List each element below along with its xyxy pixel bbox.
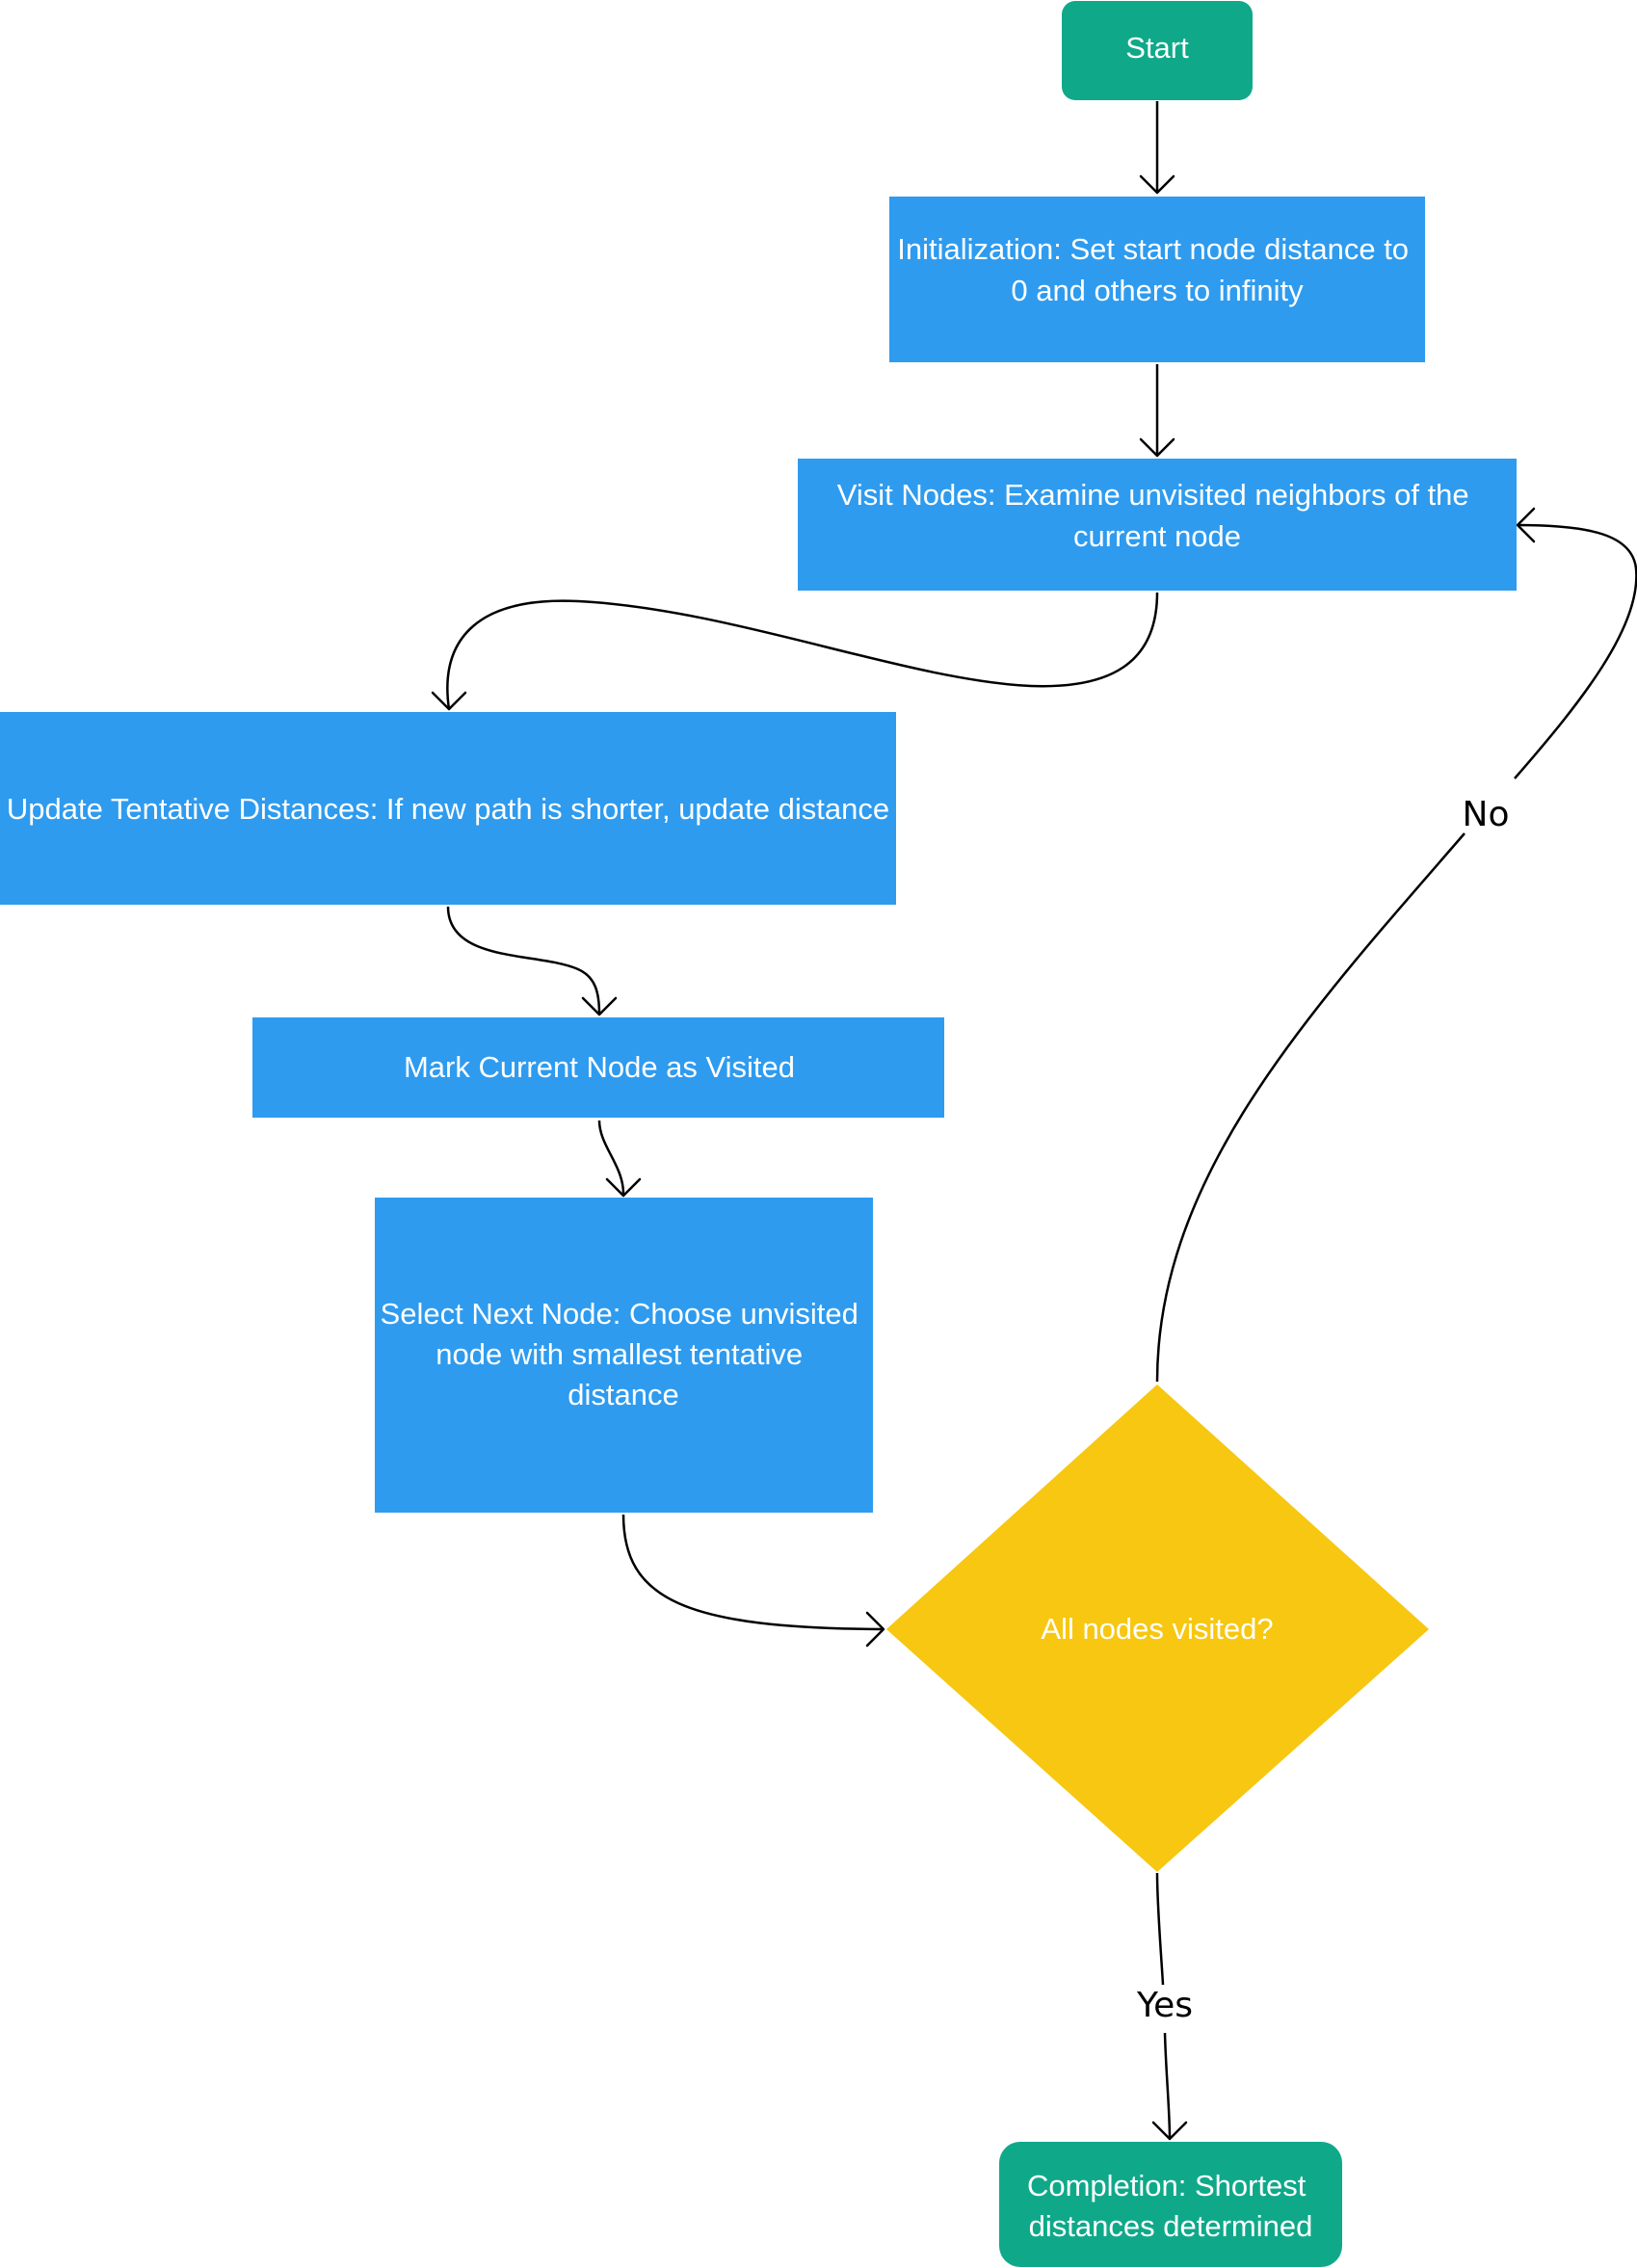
update-node-shape [0, 712, 896, 905]
edge-start-to-init [1139, 101, 1175, 195]
edge-label-no: No [1463, 795, 1510, 834]
start-node-label-line: Start [1125, 31, 1189, 65]
decision-node[interactable]: All nodes visited? [886, 1385, 1429, 1872]
mark-node-label: Mark Current Node as Visited [404, 1050, 795, 1084]
edge-update-to-mark [446, 906, 618, 1016]
select-node-label: Select Next Node: Choose unvisited node … [381, 1297, 867, 1411]
init-node-label: Initialization: Set start node distance … [897, 232, 1416, 307]
select-node[interactable]: Select Next Node: Choose unvisited node … [375, 1198, 873, 1513]
mark-node-label-line-1: Mark Current Node as Visited [404, 1050, 795, 1084]
update-node-label: Update Tentative Distances: If new path … [7, 792, 889, 826]
complete-node-label: Completion: Shortest distances determine… [1027, 2169, 1314, 2243]
init-node-shape [889, 197, 1425, 362]
update-node[interactable]: Update Tentative Distances: If new path … [0, 712, 896, 905]
init-node[interactable]: Initialization: Set start node distance … [889, 197, 1425, 362]
start-node[interactable]: Start [1062, 1, 1253, 100]
complete-node-label-line-1: Completion: Shortest [1027, 2169, 1307, 2202]
start-node-label: Start [1125, 31, 1189, 65]
complete-node-shape [999, 2142, 1342, 2267]
edge-label-yes: Yes [1136, 1986, 1193, 2025]
visit-node-label-line-1: Visit Nodes: Examine unvisited neighbors… [837, 478, 1469, 512]
select-node-label-line-2: node with smallest tentative [436, 1337, 803, 1371]
start-node-shape [1062, 1, 1253, 100]
mark-node-shape [252, 1017, 944, 1118]
init-node-label-line-1: Initialization: Set start node distance … [897, 232, 1409, 266]
visit-node-shape [798, 459, 1517, 591]
visit-node-label: Visit Nodes: Examine unvisited neighbors… [837, 478, 1478, 553]
complete-node-label-line-2: distances determined [1029, 2209, 1313, 2243]
select-node-label-line-3: distance [568, 1378, 678, 1411]
decision-node-label-line-1: All nodes visited? [1041, 1612, 1273, 1646]
edge-decision-to-complete-yes [1151, 1872, 1188, 2141]
visit-node-label-line-2: current node [1073, 519, 1241, 553]
visit-node[interactable]: Visit Nodes: Examine unvisited neighbors… [798, 459, 1517, 591]
decision-node-label: All nodes visited? [1041, 1612, 1273, 1646]
init-node-label-line-2: 0 and others to infinity [1011, 274, 1304, 307]
edge-visit-to-update [431, 592, 1159, 711]
select-node-label-line-1: Select Next Node: Choose unvisited [381, 1297, 858, 1331]
decision-node-shape [886, 1385, 1429, 1872]
edge-init-to-visit [1139, 364, 1175, 458]
update-node-label-line-1: Update Tentative Distances: If new path … [7, 792, 889, 826]
mark-node[interactable]: Mark Current Node as Visited [252, 1017, 944, 1118]
select-node-shape [375, 1198, 873, 1513]
complete-node[interactable]: Completion: Shortest distances determine… [999, 2142, 1342, 2267]
edge-decision-to-visit-no [1155, 507, 1637, 1383]
edges [431, 101, 1637, 2141]
edge-mark-to-select [597, 1120, 642, 1198]
edge-select-to-decision [621, 1514, 885, 1648]
